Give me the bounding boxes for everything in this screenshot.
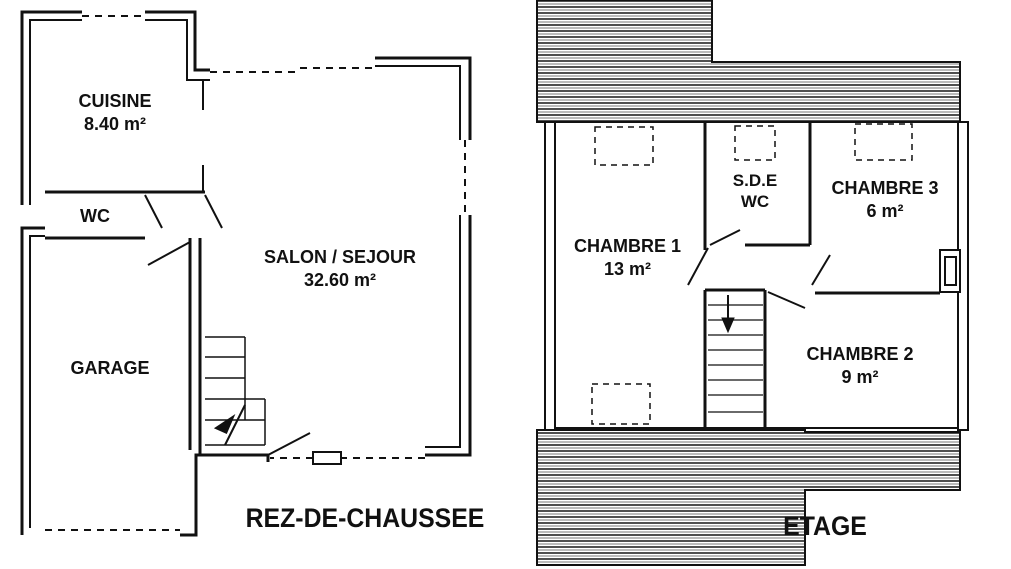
room-name-cuisine: CUISINE [78, 91, 152, 111]
room-name-wc: WC [80, 206, 110, 226]
room-name-salon: SALON / SEJOUR [263, 247, 417, 267]
upper-floor-title: ETAGE [783, 511, 867, 541]
ground-floor-plan [20, 10, 472, 537]
skylights [591, 123, 913, 425]
room-name-chambre-3: CHAMBRE 3 [831, 178, 939, 198]
room-name-sde: S.D.E [732, 171, 778, 190]
upper-floor-plan [536, 0, 969, 566]
ground-staircase [205, 336, 266, 446]
room-name-chambre-2: CHAMBRE 2 [806, 344, 914, 364]
roof-top-hatch [536, 0, 961, 123]
room-name-garage: GARAGE [70, 358, 150, 378]
stair-arrow-icon [721, 317, 735, 334]
stair-arrow-icon [213, 413, 236, 434]
upper-staircase [708, 295, 763, 413]
room-name-sde-wc: WC [740, 192, 770, 212]
room-area-chambre-2: 9 m² [841, 366, 879, 387]
room-area-chambre-3: 6 m² [866, 200, 904, 221]
room-area-salon: 32.60 m² [303, 269, 377, 290]
ground-floor-title: REZ-DE-CHAUSSEE [245, 503, 485, 533]
room-name-chambre-1: CHAMBRE 1 [573, 236, 681, 256]
room-area-chambre-1: 13 m² [603, 258, 652, 279]
room-area-cuisine: 8.40 m² [83, 113, 147, 134]
roof-bottom-hatch [536, 429, 961, 566]
